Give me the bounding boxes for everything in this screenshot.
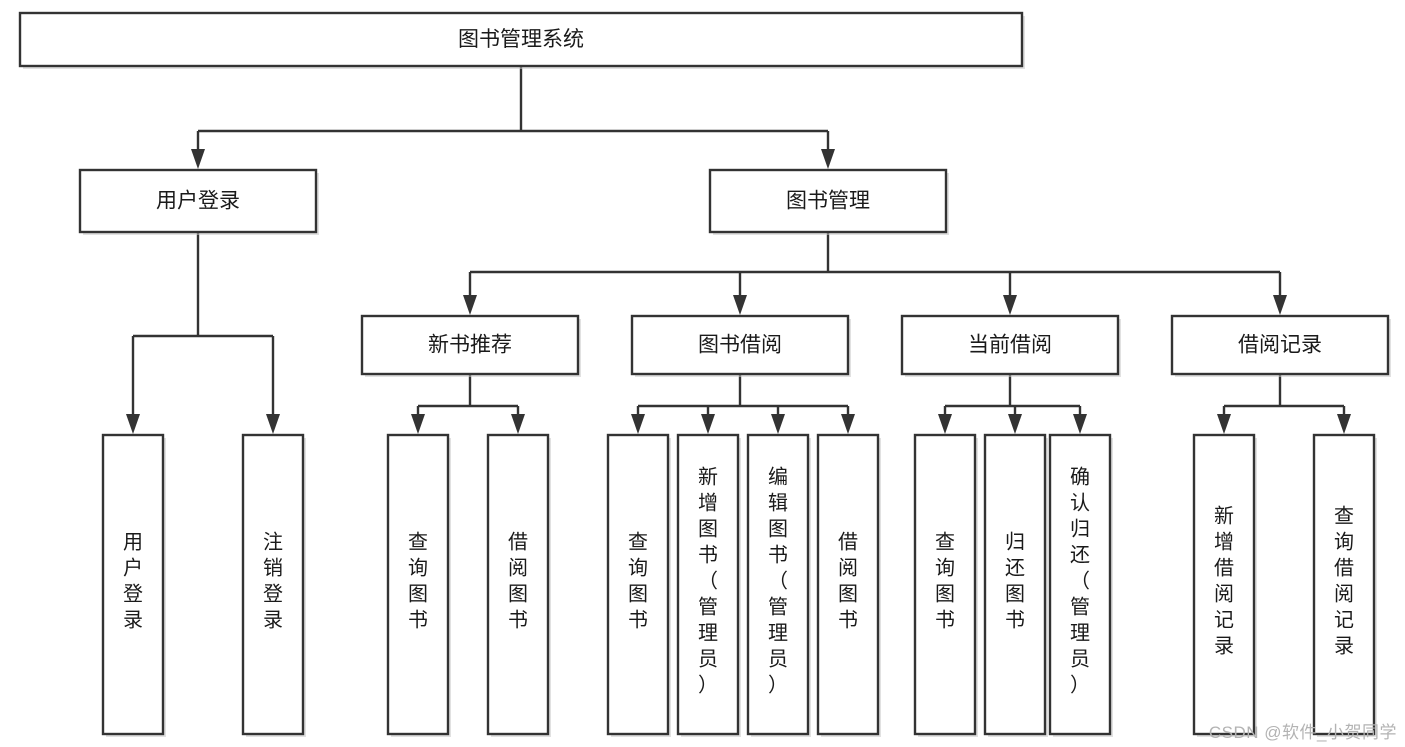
- edges-layer: [126, 66, 1351, 434]
- edge-group-root: [191, 66, 835, 169]
- node-box[interactable]: [606, 433, 670, 736]
- node-box[interactable]: [101, 433, 165, 736]
- edge-group-borrow-record: [1217, 374, 1351, 434]
- watermark-label: CSDN @软件_小贺同学: [1208, 723, 1397, 742]
- node-leaf-user-login[interactable]: 用户登录: [101, 433, 166, 737]
- edge-group-new-book-recommend: [411, 374, 525, 434]
- node-box[interactable]: [78, 168, 318, 234]
- node-box[interactable]: [18, 11, 1024, 68]
- node-leaf-add-borrow-record[interactable]: 新增借阅记录: [1192, 433, 1257, 737]
- node-leaf-query-book-current[interactable]: 查询图书: [913, 433, 978, 737]
- node-current-borrow[interactable]: 当前借阅: [900, 314, 1121, 377]
- edge-group-book-management: [463, 232, 1287, 315]
- node-leaf-borrow-book[interactable]: 借阅图书: [816, 433, 881, 737]
- node-leaf-borrow-book-rec[interactable]: 借阅图书: [486, 433, 551, 737]
- node-label: 查询图书: [628, 531, 648, 632]
- node-box[interactable]: [1192, 433, 1256, 736]
- node-label: 新书推荐: [428, 334, 512, 357]
- node-box[interactable]: [486, 433, 550, 736]
- node-leaf-add-book-admin[interactable]: 新增图书（管理员）: [676, 433, 741, 737]
- node-borrow-record[interactable]: 借阅记录: [1170, 314, 1391, 377]
- node-user-login[interactable]: 用户登录: [78, 168, 319, 235]
- node-label: 新增借阅记录: [1214, 505, 1234, 658]
- node-label: 编辑图书（管理员）: [768, 466, 788, 697]
- node-leaf-edit-book-admin[interactable]: 编辑图书（管理员）: [746, 433, 811, 737]
- node-label: 确认归还（管理员）: [1070, 466, 1090, 697]
- node-label: 用户登录: [156, 190, 240, 213]
- node-box[interactable]: [386, 433, 450, 736]
- node-box[interactable]: [630, 314, 850, 376]
- node-leaf-query-book-borrow[interactable]: 查询图书: [606, 433, 671, 737]
- nodes-layer: 图书管理系统用户登录图书管理新书推荐图书借阅当前借阅借阅记录用户登录注销登录查询…: [18, 11, 1391, 737]
- node-leaf-query-borrow-record[interactable]: 查询借阅记录: [1312, 433, 1377, 737]
- node-box[interactable]: [676, 433, 740, 736]
- edge-group-user-login: [126, 232, 280, 434]
- node-box[interactable]: [746, 433, 810, 736]
- node-label: 注销登录: [263, 531, 283, 632]
- node-box[interactable]: [1048, 433, 1112, 736]
- node-leaf-confirm-return-admin[interactable]: 确认归还（管理员）: [1048, 433, 1113, 737]
- node-book-management[interactable]: 图书管理: [708, 168, 949, 235]
- node-box[interactable]: [1170, 314, 1390, 376]
- node-label: 新增图书（管理员）: [698, 466, 718, 697]
- node-box[interactable]: [816, 433, 880, 736]
- node-label: 借阅记录: [1238, 334, 1322, 357]
- node-box[interactable]: [1312, 433, 1376, 736]
- node-label: 查询图书: [935, 531, 955, 632]
- node-box[interactable]: [708, 168, 948, 234]
- edge-group-current-borrow: [938, 374, 1087, 434]
- node-label: 归还图书: [1005, 531, 1025, 632]
- node-box[interactable]: [913, 433, 977, 736]
- node-label: 图书管理: [786, 190, 870, 213]
- node-label: 查询借阅记录: [1334, 505, 1354, 658]
- node-label: 借阅图书: [838, 531, 858, 632]
- node-new-book-recommend[interactable]: 新书推荐: [360, 314, 581, 377]
- node-box[interactable]: [900, 314, 1120, 376]
- node-label: 用户登录: [123, 532, 143, 632]
- node-book-borrow[interactable]: 图书借阅: [630, 314, 851, 377]
- node-label: 查询图书: [408, 531, 428, 632]
- node-leaf-query-book-rec[interactable]: 查询图书: [386, 433, 451, 737]
- node-leaf-return-book[interactable]: 归还图书: [983, 433, 1048, 737]
- node-label: 当前借阅: [968, 334, 1052, 357]
- node-label: 借阅图书: [508, 531, 528, 632]
- node-label: 图书管理系统: [458, 28, 584, 51]
- node-box[interactable]: [983, 433, 1047, 736]
- node-leaf-logout[interactable]: 注销登录: [241, 433, 306, 737]
- node-label: 图书借阅: [698, 334, 782, 357]
- node-box[interactable]: [360, 314, 580, 376]
- edge-group-book-borrow: [631, 374, 855, 434]
- node-root[interactable]: 图书管理系统: [18, 11, 1025, 69]
- node-box[interactable]: [241, 433, 305, 736]
